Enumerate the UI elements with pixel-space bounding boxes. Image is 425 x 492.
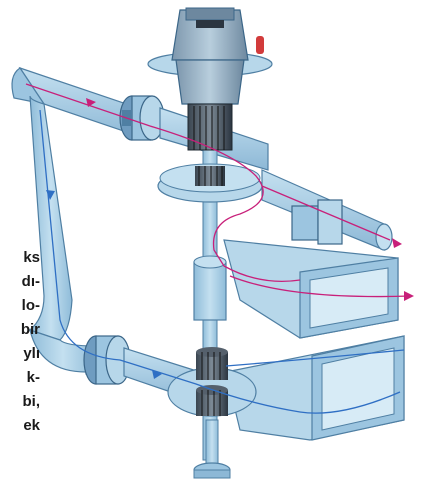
upper-turbine-runner [195,166,225,186]
base-stand [193,419,231,479]
lower-valve-flange [83,335,131,385]
caption-line-7: bi, [22,393,41,410]
flow-arrow-icon [46,190,162,379]
upper-draft-tube [223,239,399,339]
flow-arrow-icon [86,98,414,301]
upper-spiral-case [157,163,263,203]
flow-lines-magenta [25,83,411,298]
generator-housing [147,7,273,151]
lower-draft-tube [225,335,405,441]
flow-lines-blue [39,109,405,414]
lower-spiral-case [167,347,257,417]
caption-fragment-column: ks dı- lo- bir ylı k- bi, ek [0,246,40,438]
indicator-light-icon [256,36,264,54]
right-outlet-pipe [261,169,393,251]
caption-line-1: ks [23,249,40,266]
caption-line-8: ek [23,417,40,434]
caption-line-6: k- [26,369,40,386]
caption-line-4: bir [20,321,40,338]
caption-line-5: ylı [23,345,40,362]
caption-line-2: dı- [21,273,40,290]
caption-line-3: lo- [21,297,40,314]
